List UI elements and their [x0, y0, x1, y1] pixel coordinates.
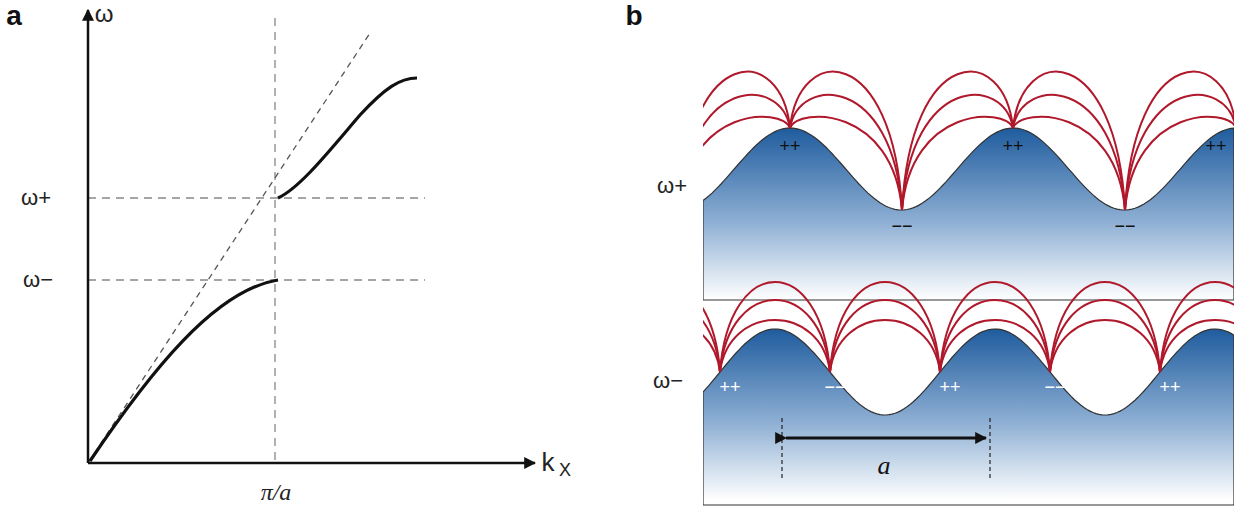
field-line — [1050, 320, 1160, 372]
field-line — [830, 320, 940, 372]
field-line — [720, 282, 830, 372]
field-line — [703, 117, 790, 210]
field-line — [1125, 95, 1234, 210]
field-line — [1160, 300, 1234, 372]
panel-letter: a — [6, 2, 22, 30]
field-line — [703, 95, 790, 210]
field-line — [902, 72, 1013, 210]
field-line — [1160, 320, 1234, 372]
dispersion-plot — [88, 10, 535, 463]
axis-label: ω — [95, 2, 114, 26]
field-line — [940, 282, 1050, 372]
charge-sign: ++ — [1159, 378, 1180, 396]
charge-sign: ++ — [939, 378, 960, 396]
mode-label: ω− — [653, 370, 683, 392]
field-line — [1013, 95, 1125, 210]
mode-label: ω+ — [657, 175, 687, 197]
panel-letter: b — [625, 2, 642, 30]
field-line — [790, 117, 902, 210]
frequency-label: ω+ — [21, 187, 51, 209]
field-line — [703, 282, 720, 372]
frequency-label: ω− — [23, 269, 53, 291]
charge-sign: −− — [1114, 217, 1135, 235]
axis-subscript: X — [559, 461, 571, 479]
field-line — [902, 95, 1013, 210]
charge-sign: ++ — [1205, 137, 1226, 155]
charge-sign: −− — [824, 378, 845, 396]
charge-sign: ++ — [1002, 137, 1023, 155]
field-line — [703, 300, 720, 372]
field-line — [1013, 72, 1125, 210]
field-line — [790, 95, 902, 210]
field-line — [830, 282, 940, 372]
field-line — [1050, 282, 1160, 372]
charge-sign: ++ — [719, 378, 740, 396]
charge-sign: −− — [1044, 378, 1065, 396]
wavevector-label: π/a — [261, 480, 292, 504]
field-line — [1125, 117, 1234, 210]
axis-label: k — [542, 449, 555, 475]
grating-illustration — [703, 72, 1234, 505]
charge-sign: −− — [891, 217, 912, 235]
field-line — [940, 320, 1050, 372]
charge-sign: ++ — [779, 137, 800, 155]
field-line — [703, 72, 790, 210]
period-dimension — [782, 418, 990, 478]
period-label: a — [878, 453, 891, 479]
field-line — [1013, 117, 1125, 210]
field-line — [1125, 72, 1234, 210]
field-line — [720, 320, 830, 372]
field-line — [902, 117, 1013, 210]
field-line — [790, 72, 902, 210]
field-line — [1160, 282, 1234, 372]
